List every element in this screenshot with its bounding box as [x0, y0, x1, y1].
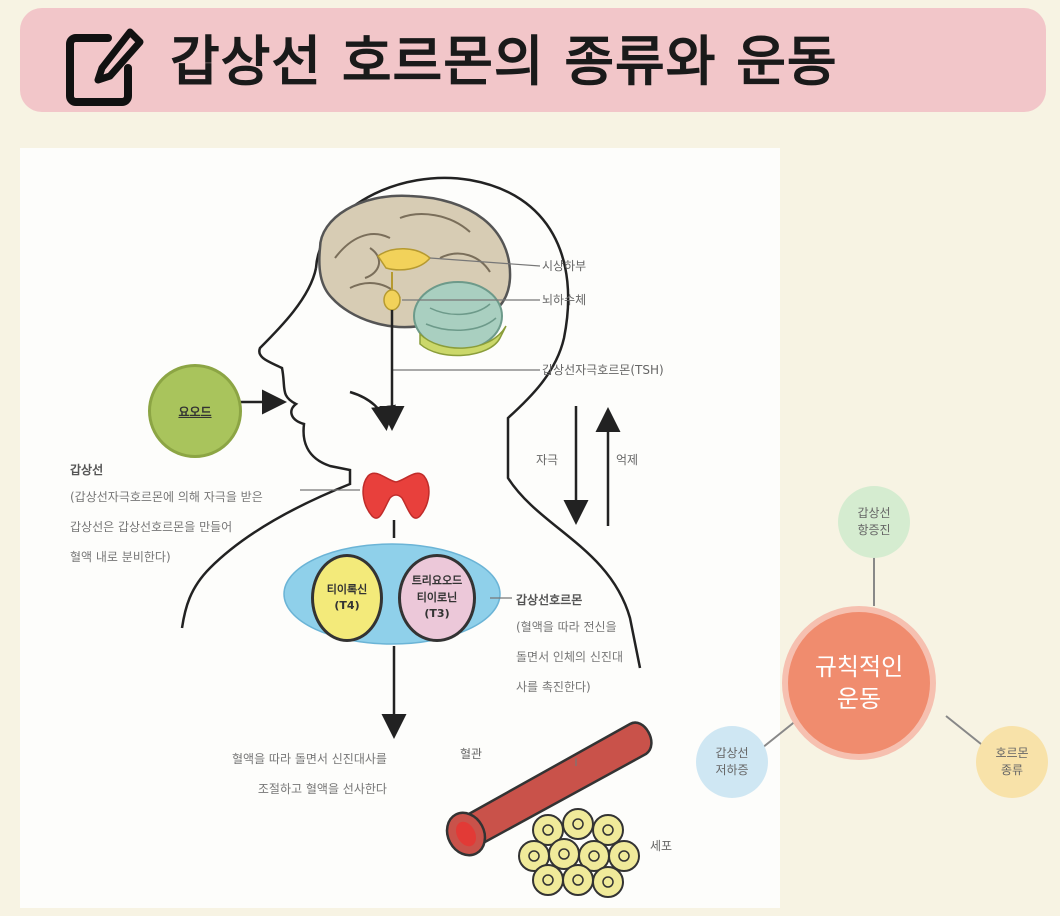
- pituitary: [383, 289, 401, 311]
- node-line: 종류: [1000, 763, 1024, 777]
- thyroid-gland: [362, 472, 430, 519]
- label-tsh: 갑상선자극호르몬(TSH): [542, 363, 664, 377]
- t3-circle: 트리요오드 티이로닌 (T3): [398, 554, 476, 642]
- thyroid-hormone-desc: (혈액을 따라 전신을 돌면서 인체의 신진대 사를 촉진한다): [516, 612, 623, 702]
- thyroid-diagram: 시상하부 뇌하수체 갑상선자극호르몬(TSH) 자극 억제 요오드 갑상선 (갑…: [20, 148, 780, 908]
- note-edit-icon: [66, 28, 144, 106]
- label-inhibit: 억제: [616, 453, 639, 467]
- thyroid-desc-line: (갑상선자극호르몬에 의해 자극을 받은: [70, 490, 263, 504]
- t3-name-2: 티이로닌: [416, 590, 458, 604]
- node-line: 호르몬: [995, 745, 1029, 760]
- mindmap-center-line1: 규칙적인: [814, 652, 904, 681]
- label-hypothalamus: 시상하부: [542, 259, 587, 273]
- face-outline: [180, 267, 352, 629]
- blood-vessel: [445, 721, 653, 857]
- label-pituitary: 뇌하수체: [542, 293, 587, 307]
- t3-name-1: 트리요오드: [411, 574, 463, 588]
- mindmap-node-hypothyroidism: 갑상선 저하증: [696, 726, 768, 798]
- t4-abbr: (T4): [334, 599, 360, 612]
- thyroid-hormone-desc-line: 사를 촉진한다): [516, 680, 591, 694]
- node-line: 갑상선: [715, 745, 749, 760]
- blood-desc-line: 혈액을 따라 돌면서 신진대사를: [232, 752, 387, 766]
- thyroid-hormone-desc-line: (혈액을 따라 전신을: [516, 620, 617, 634]
- cells: [518, 808, 640, 898]
- t3-abbr: (T3): [424, 607, 450, 621]
- t4-name: 티이록신: [326, 582, 368, 596]
- thyroid-hormone-desc-line: 돌면서 인체의 신진대: [516, 650, 623, 664]
- blood-desc-line: 조절하고 혈액을 선사한다: [257, 782, 387, 796]
- mindmap-center-line2: 운동: [836, 685, 882, 713]
- thyroid-title: 갑상선: [70, 463, 104, 477]
- t4-circle: 티이록신 (T4): [311, 554, 383, 642]
- node-line: 저하증: [715, 763, 749, 777]
- node-line: 항증진: [857, 523, 891, 537]
- mindmap-node-hormone-types: 호르몬 종류: [976, 726, 1048, 798]
- thyroid-hormone-title: 갑상선호르몬: [516, 593, 583, 607]
- page-title: 갑상선 호르몬의 종류와 운동: [170, 30, 838, 93]
- label-stimulate: 자극: [536, 453, 559, 467]
- label-cell: 세포: [650, 839, 673, 853]
- thyroid-desc: (갑상선자극호르몬에 의해 자극을 받은 갑상선은 갑상선호르몬을 만들어 혈액…: [70, 482, 263, 572]
- iodine-circle: 요오드: [148, 364, 242, 458]
- node-line: 갑상선: [857, 505, 891, 520]
- thyroid-desc-line: 혈액 내로 분비한다): [70, 550, 171, 564]
- blood-desc: 혈액을 따라 돌면서 신진대사를 조절하고 혈액을 선사한다: [232, 744, 387, 804]
- hypothalamus: [376, 248, 432, 271]
- title-banner: 갑상선 호르몬의 종류와 운동: [20, 8, 1046, 112]
- thyroid-desc-line: 갑상선은 갑상선호르몬을 만들어: [70, 520, 233, 534]
- mindmap-node-hyperthyroidism: 갑상선 항증진: [838, 486, 910, 558]
- label-vessel: 혈관: [460, 747, 483, 761]
- mindmap-center-exercise: 규칙적인 운동: [782, 606, 936, 760]
- head-outline: [314, 176, 642, 669]
